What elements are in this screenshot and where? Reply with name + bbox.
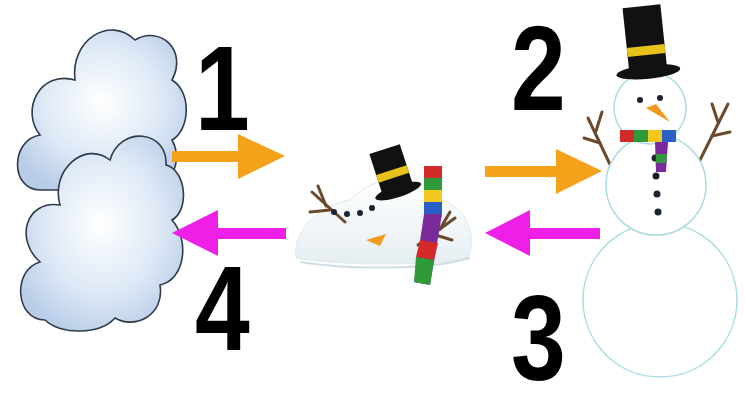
melted-snowman [296,142,472,285]
callout-number: 4 [195,248,250,368]
snowman [583,3,737,377]
callout-number: 3 [511,278,566,398]
callout-number: 2 [511,8,566,128]
callout-number: 1 [195,28,250,148]
cloud-picture [18,30,187,331]
